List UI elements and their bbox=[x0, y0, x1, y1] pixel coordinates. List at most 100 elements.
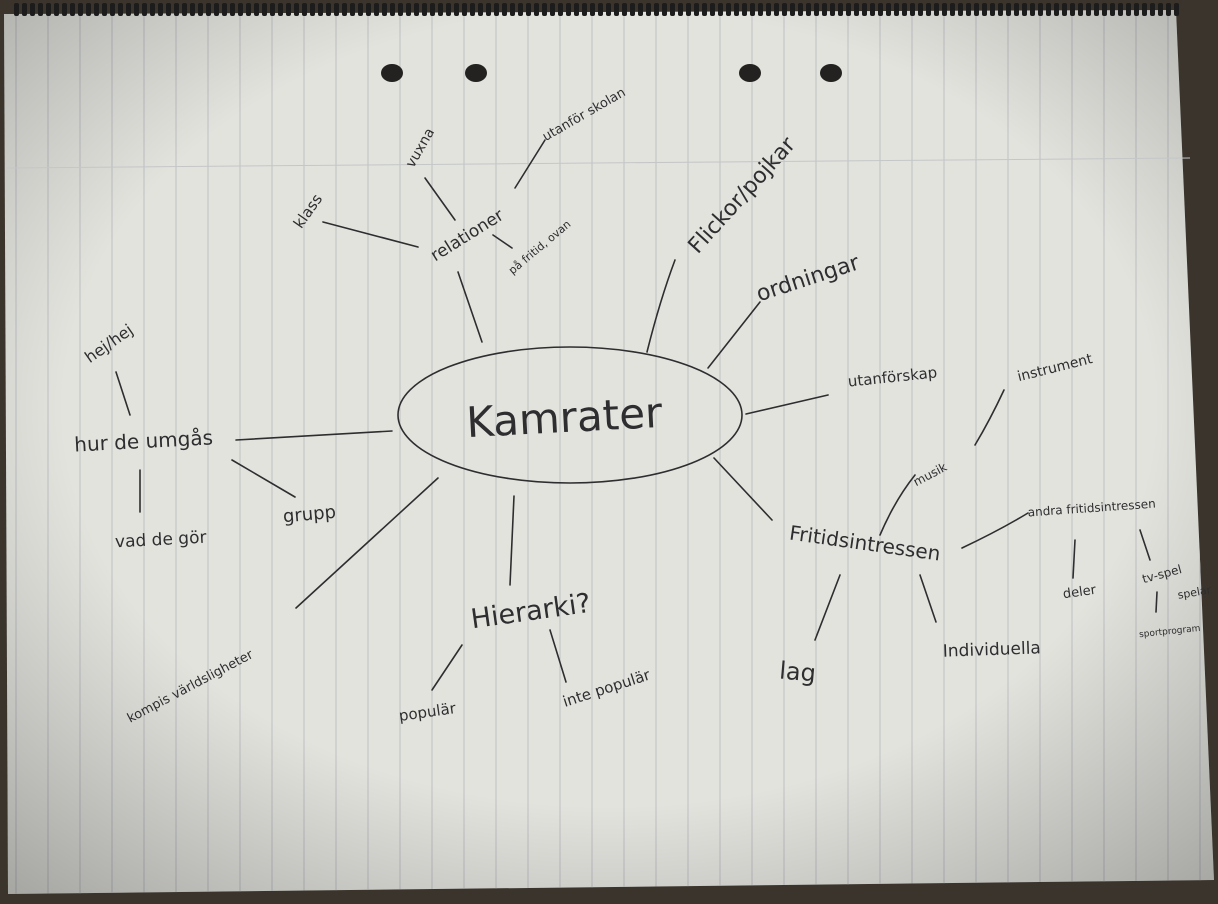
spiral-coil bbox=[382, 3, 387, 16]
spiral-coil bbox=[622, 3, 627, 16]
connector-deler bbox=[1072, 539, 1076, 579]
spiral-binding bbox=[14, 3, 1179, 16]
spiral-coil bbox=[350, 3, 355, 16]
spiral-coil bbox=[1062, 3, 1067, 16]
spiral-coil bbox=[70, 3, 75, 16]
connector-relationer bbox=[457, 271, 483, 343]
spiral-coil bbox=[822, 3, 827, 16]
spiral-coil bbox=[22, 3, 27, 16]
spiral-coil bbox=[30, 3, 35, 16]
spiral-coil bbox=[726, 3, 731, 16]
fold-line bbox=[5, 157, 1191, 169]
spiral-coil bbox=[958, 3, 963, 16]
spiral-coil bbox=[742, 3, 747, 16]
spiral-coil bbox=[446, 3, 451, 16]
connector-utanfor-skolan bbox=[514, 139, 546, 189]
spiral-coil bbox=[286, 3, 291, 16]
spiral-coil bbox=[718, 3, 723, 16]
spiral-coil bbox=[1078, 3, 1083, 16]
spiral-coil bbox=[950, 3, 955, 16]
spiral-coil bbox=[118, 3, 123, 16]
punch-hole bbox=[739, 64, 761, 82]
spiral-coil bbox=[886, 3, 891, 16]
spiral-coil bbox=[702, 3, 707, 16]
spiral-coil bbox=[414, 3, 419, 16]
center-label: Kamrater bbox=[465, 388, 664, 447]
subnode-lag: lag bbox=[778, 656, 817, 687]
spiral-coil bbox=[110, 3, 115, 16]
spiral-coil bbox=[750, 3, 755, 16]
spiral-coil bbox=[798, 3, 803, 16]
connector-instrument bbox=[974, 389, 1005, 446]
connector-hej bbox=[115, 371, 131, 416]
spiral-coil bbox=[430, 3, 435, 16]
spiral-coil bbox=[774, 3, 779, 16]
spiral-coil bbox=[398, 3, 403, 16]
connector-grupp bbox=[231, 459, 296, 498]
spiral-coil bbox=[990, 3, 995, 16]
connector-musik bbox=[879, 474, 916, 536]
spiral-coil bbox=[766, 3, 771, 16]
spiral-coil bbox=[558, 3, 563, 16]
punch-holes bbox=[381, 64, 842, 82]
spiral-coil bbox=[1118, 3, 1123, 16]
connectors bbox=[115, 139, 1158, 691]
spiral-coil bbox=[158, 3, 163, 16]
spiral-coil bbox=[638, 3, 643, 16]
spiral-coil bbox=[550, 3, 555, 16]
spiral-coil bbox=[494, 3, 499, 16]
spiral-coil bbox=[62, 3, 67, 16]
spiral-coil bbox=[310, 3, 315, 16]
spiral-coil bbox=[166, 3, 171, 16]
spiral-coil bbox=[574, 3, 579, 16]
spiral-coil bbox=[54, 3, 59, 16]
spiral-coil bbox=[646, 3, 651, 16]
spiral-coil bbox=[1150, 3, 1155, 16]
subnode-individuella: Individuella bbox=[943, 638, 1042, 661]
spiral-coil bbox=[982, 3, 987, 16]
spiral-coil bbox=[1126, 3, 1131, 16]
spiral-coil bbox=[438, 3, 443, 16]
spiral-coil bbox=[1038, 3, 1043, 16]
spiral-coil bbox=[710, 3, 715, 16]
spiral-coil bbox=[470, 3, 475, 16]
spiral-coil bbox=[910, 3, 915, 16]
spiral-coil bbox=[230, 3, 235, 16]
spiral-coil bbox=[134, 3, 139, 16]
connector-ordningar bbox=[707, 301, 761, 369]
spiral-coil bbox=[734, 3, 739, 16]
spiral-coil bbox=[1110, 3, 1115, 16]
spiral-coil bbox=[422, 3, 427, 16]
spiral-coil bbox=[782, 3, 787, 16]
spiral-coil bbox=[294, 3, 299, 16]
spiral-coil bbox=[1102, 3, 1107, 16]
spiral-coil bbox=[334, 3, 339, 16]
spiral-coil bbox=[342, 3, 347, 16]
spiral-coil bbox=[206, 3, 211, 16]
spiral-coil bbox=[406, 3, 411, 16]
spiral-coil bbox=[454, 3, 459, 16]
connector-pa-fritid bbox=[492, 234, 513, 249]
spiral-coil bbox=[854, 3, 859, 16]
spiral-coil bbox=[326, 3, 331, 16]
subnode-deler: deler bbox=[1062, 583, 1098, 603]
spiral-coil bbox=[542, 3, 547, 16]
spiral-coil bbox=[846, 3, 851, 16]
spiral-coil bbox=[390, 3, 395, 16]
spiral-coil bbox=[862, 3, 867, 16]
spiral-coil bbox=[662, 3, 667, 16]
spiral-coil bbox=[374, 3, 379, 16]
spiral-coil bbox=[1142, 3, 1147, 16]
connector-klass bbox=[322, 221, 419, 248]
connector-individuella bbox=[919, 574, 937, 623]
spiral-coil bbox=[838, 3, 843, 16]
spiral-coil bbox=[358, 3, 363, 16]
spiral-coil bbox=[1134, 3, 1139, 16]
spiral-coil bbox=[1086, 3, 1091, 16]
spiral-coil bbox=[1094, 3, 1099, 16]
punch-hole bbox=[465, 64, 487, 82]
spiral-coil bbox=[1022, 3, 1027, 16]
spiral-coil bbox=[670, 3, 675, 16]
spiral-coil bbox=[758, 3, 763, 16]
spiral-coil bbox=[366, 3, 371, 16]
